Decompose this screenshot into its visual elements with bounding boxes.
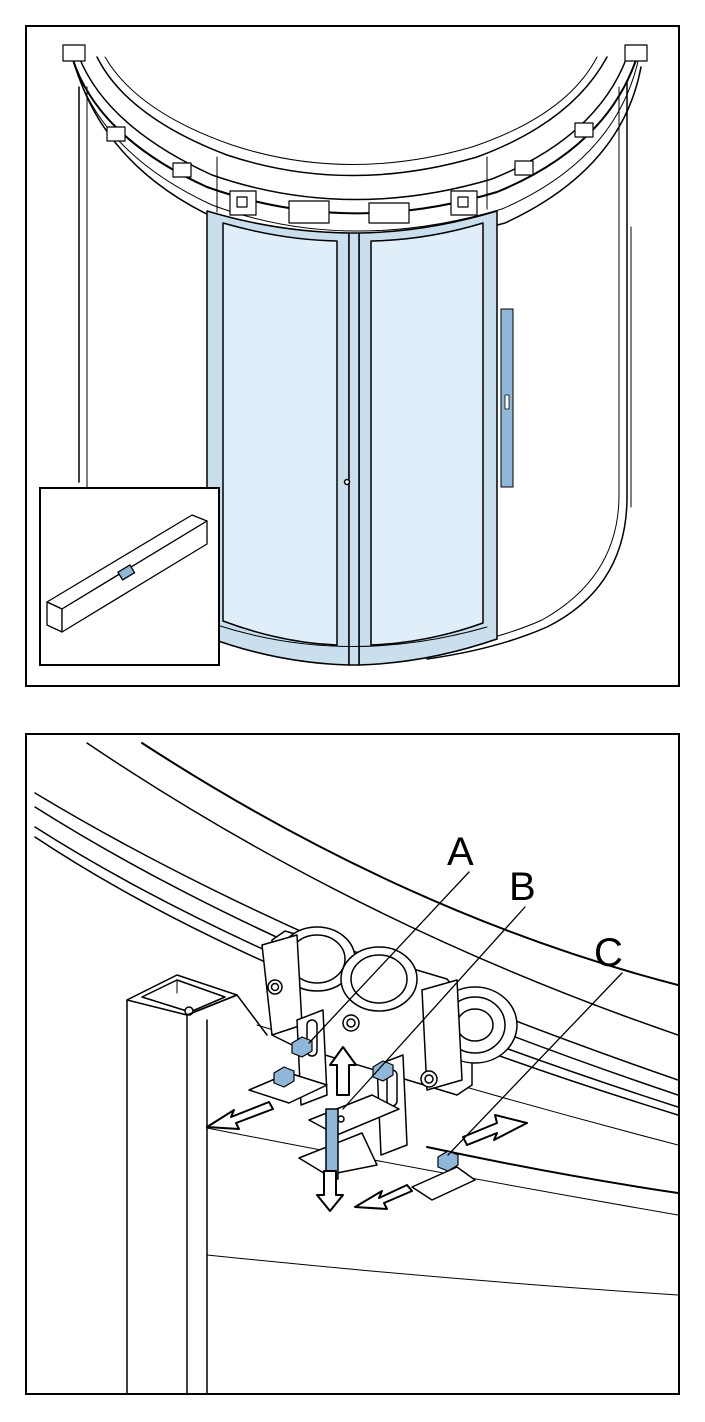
leader-c <box>447 972 623 1156</box>
base-plate-right <box>411 1166 476 1201</box>
spirit-level-inset <box>39 487 220 666</box>
callout-a: A <box>447 830 474 874</box>
level-side-face <box>61 520 208 633</box>
arrow-down <box>316 1170 344 1212</box>
door-overview-panel <box>25 25 680 687</box>
arrow-left <box>206 1101 274 1130</box>
arrow-up <box>329 1046 357 1096</box>
leader-a <box>308 871 470 1044</box>
leader-b <box>342 906 526 1110</box>
bolt-a <box>291 1036 313 1058</box>
bolt-right <box>420 1070 438 1088</box>
track-rail <box>141 742 678 986</box>
hanger-adjustment-panel: A B C <box>25 733 680 1395</box>
door-hangers <box>229 190 478 224</box>
bolt-middle <box>342 1014 360 1032</box>
door-lock <box>343 478 351 486</box>
right-wall-outline <box>426 81 628 660</box>
arrow-down-left <box>354 1184 413 1210</box>
canopy-ring-outer <box>71 56 638 215</box>
adjustment-screw <box>325 1108 339 1180</box>
right-door-glass <box>370 222 484 646</box>
callout-b: B <box>509 865 536 909</box>
left-door-glass <box>222 222 338 646</box>
ring-bracket <box>62 44 648 178</box>
bolt-left <box>267 979 283 995</box>
callout-c: C <box>594 931 623 975</box>
bolt-base-left <box>273 1066 295 1088</box>
hanger-detail-drawing: A B C <box>34 742 678 1393</box>
level-vial <box>117 564 136 581</box>
bolt-bracket-right <box>372 1060 394 1082</box>
arrow-up-right <box>462 1114 528 1146</box>
bolt-c <box>437 1150 459 1172</box>
revolving-door-drawing <box>39 44 648 666</box>
